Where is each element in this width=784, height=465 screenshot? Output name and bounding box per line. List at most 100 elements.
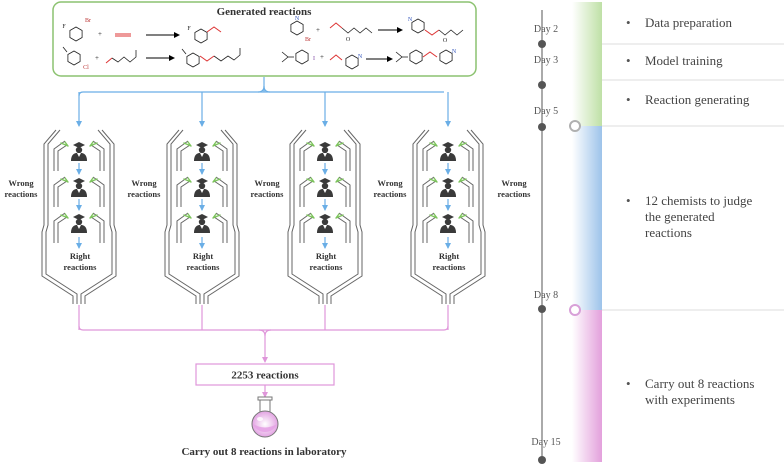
reaction-1: FBr+F [62,18,222,44]
timeline: Day 2 Day 3 Day 5 Day 8 Day 15 • Data pr… [531,2,784,464]
chemist-judge-icon [71,142,87,161]
total-reactions-label: 2253 reactions [231,370,299,382]
reject-arrow-icon [306,141,315,147]
atom-label: Br [85,18,91,24]
generated-title: Generated reactions [217,6,313,18]
plus-sign: + [316,26,320,34]
day-3: Day 3 [534,55,558,89]
day-label: Day 5 [534,106,558,117]
atom-label: N [295,16,300,22]
svg-text:•: • [626,193,631,208]
reject-arrow-icon [89,141,98,147]
reject-arrow-icon [212,141,221,147]
atom-label: Br [305,37,311,43]
merge-bar [78,325,449,331]
reject-arrow-icon [335,141,344,147]
task-label: Data preparation [645,15,732,30]
generated-reactions-box: Generated reactions [52,1,477,77]
chemist-judge-icon [194,214,210,233]
chemist-judge-icon [194,142,210,161]
day-label: Day 8 [534,290,558,301]
reject-arrow-icon [306,177,315,183]
day-dot [538,305,546,313]
chemist-judge-icon [440,142,456,161]
reject-arrow-icon [212,213,221,219]
reject-arrow-icon [429,141,438,147]
day-15: Day 15 [531,437,561,464]
svg-text:•: • [626,376,631,391]
atom-label: N [452,49,457,55]
plus-sign: + [98,30,102,38]
svg-text:•: • [626,15,631,30]
task-model-training: • Model training [626,53,723,68]
reject-arrow-icon [89,213,98,219]
day-label: Day 15 [531,437,560,448]
reject-arrow-icon [212,177,221,183]
day-8: Day 8 [534,290,558,313]
reject-arrow-icon [458,141,467,147]
svg-text:•: • [626,53,631,68]
phase-bar-judge [572,126,602,310]
atom-label: N [358,54,363,60]
reject-arrow-icon [60,177,69,183]
plus-sign: + [320,53,324,61]
chemist-judge-icon [71,178,87,197]
merge-lines [78,305,449,363]
reject-arrow-icon [183,213,192,219]
day-label: Day 3 [534,55,558,66]
atom-label: F [62,24,66,30]
reaction-4: I+NN [281,49,457,70]
reject-arrow-icon [458,213,467,219]
chemist-judge-icon [71,214,87,233]
task-label: Reaction generating [645,92,750,107]
plus-sign: + [95,54,99,62]
phase-marker [569,120,581,132]
day-2: Day 2 [534,24,558,48]
reject-arrow-icon [306,213,315,219]
atom-label: Cl [83,65,89,71]
reject-arrow-icon [60,213,69,219]
reject-arrow-icon [429,213,438,219]
chemist-judge-icon [440,178,456,197]
reject-arrow-icon [335,213,344,219]
chemist-judge-icon [317,142,333,161]
chemist-judge-icon [194,178,210,197]
svg-text:•: • [626,92,631,107]
task-reaction-generating: • Reaction generating [626,92,750,107]
final-step-label: Carry out 8 reactions in laboratory [181,446,347,458]
reject-arrow-icon [183,141,192,147]
day-dot [538,40,546,48]
chemist-judge-icon [317,178,333,197]
day-dot [538,456,546,464]
flask-icon [251,396,279,438]
chemist-judge-icon [440,214,456,233]
phase-bar-data [572,2,602,126]
reject-arrow-icon [89,177,98,183]
reaction-3: NBr+ONO [290,16,464,44]
task-label: Model training [645,53,723,68]
phase-marker [569,304,581,316]
atom-label: N [408,17,413,23]
task-data-preparation: • Data preparation [626,15,732,30]
total-reactions-box: 2253 reactions [195,363,335,386]
reject-arrow-icon [429,177,438,183]
reject-arrow-icon [183,177,192,183]
